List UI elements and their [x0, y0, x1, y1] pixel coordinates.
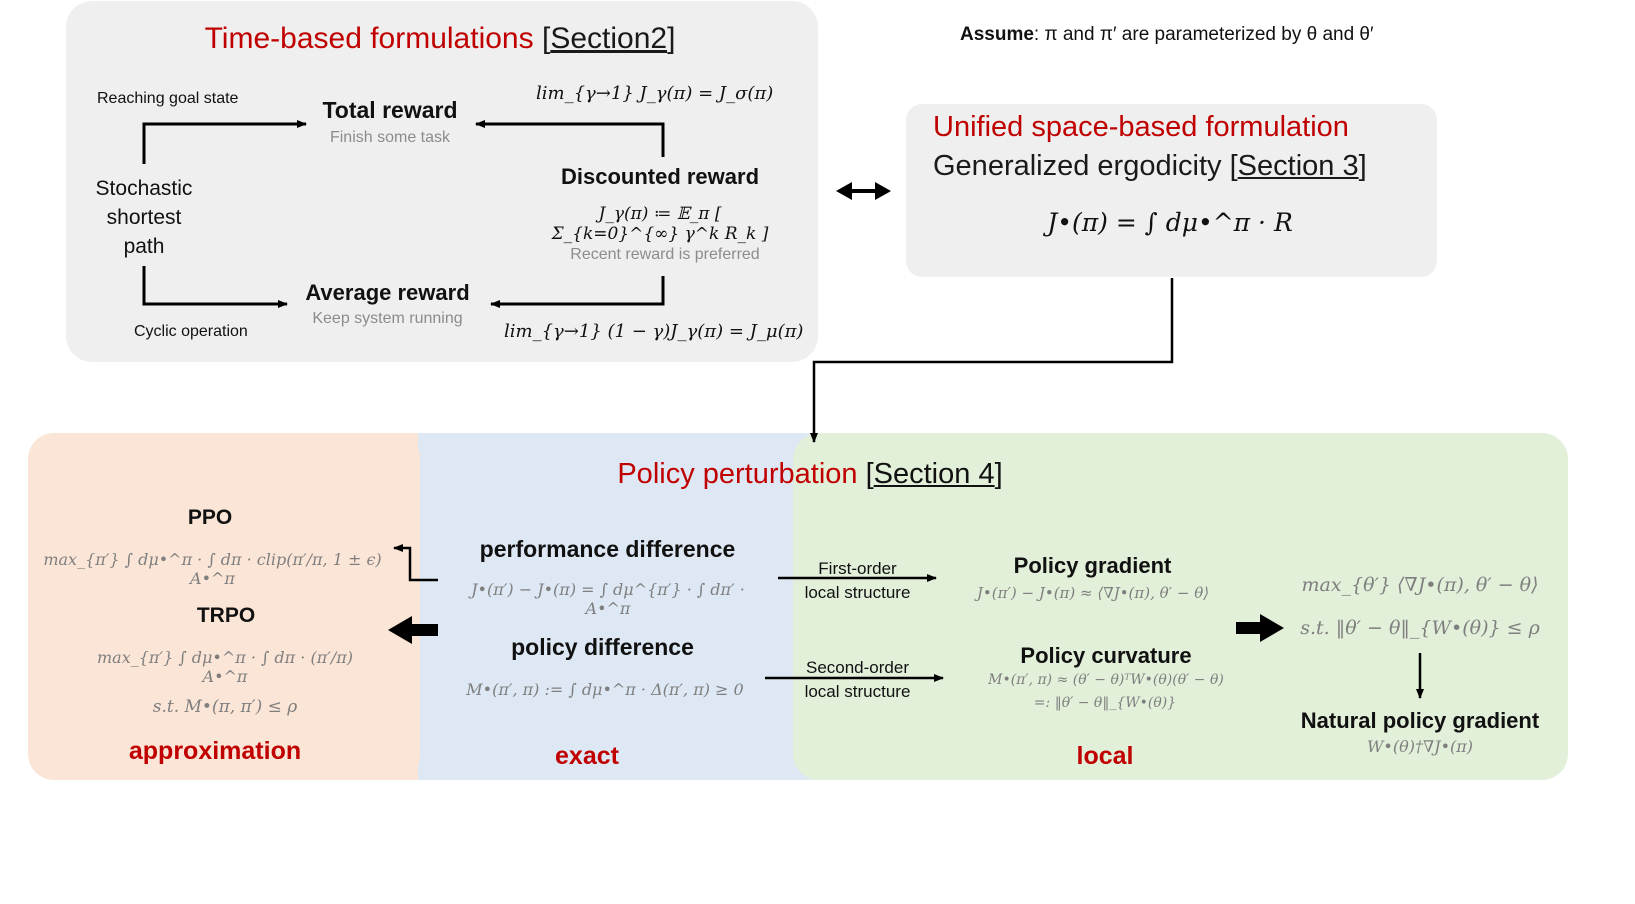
perf-diff-label: performance difference: [479, 536, 736, 562]
discounted-reward-label: Discounted reward: [560, 164, 760, 189]
opt-line-1: max_{θ′} ⟨∇J•(π), θ′ − θ⟩: [1301, 574, 1539, 596]
total-reward-sub: Finish some task: [329, 129, 451, 146]
trpo-formula: max_{π′} ∫ dμ•^π · ∫ dπ · (π′/π) A•^π: [97, 648, 353, 686]
perturbation-title: Policy perturbation [Section 4]: [617, 458, 1003, 490]
first-order-line-2: local structure: [804, 583, 911, 602]
perf-diff-formula: J•(π′) − J•(π) = ∫ dμ^{π′} · ∫ dπ′ · A•^…: [471, 580, 745, 618]
discounted-sub: Recent reward is preferred: [570, 246, 760, 263]
policy-diff-formula: M•(π′, π) := ∫ dμ•^π · Δ(π′, π) ≥ 0: [466, 680, 744, 699]
unified-subtitle-line: Generalized ergodicity [Section 3]: [933, 150, 1367, 182]
time-panel-title: Time-based formulations [Section2]: [204, 22, 676, 55]
perturbation-title-text: Policy perturbation: [617, 458, 858, 490]
policy-curvature-label: Policy curvature: [1020, 643, 1192, 668]
local-label: local: [1076, 742, 1134, 770]
big-left-arrow-icon: [388, 616, 438, 644]
unified-formula: J•(π) = ∫ dμ•^π · R: [1047, 208, 1293, 237]
unified-section-ref: Section 3: [1237, 150, 1359, 182]
big-right-arrow-icon: [1236, 614, 1284, 642]
unified-subtitle: Generalized ergodicity: [933, 150, 1222, 182]
approximation-panel-cap: [390, 433, 420, 780]
ssp-line-1: Stochastic: [95, 177, 193, 200]
policy-diff-label: policy difference: [511, 634, 694, 660]
unified-panel: [906, 104, 1437, 277]
discounted-formula: J_γ(π) ≔ 𝔼_π [ Σ_{k=0}^{∞} γ^k R_k ]: [551, 204, 769, 244]
policy-gradient-formula: J•(π′) − J•(π) ≈ ⟨∇J•(π), θ′ − θ⟩: [976, 584, 1210, 602]
assume-line: Assume: π and π′ are parameterized by θ …: [960, 24, 1374, 46]
ssp-line-2: shortest: [106, 206, 182, 229]
average-reward-sub: Keep system running: [312, 310, 463, 327]
perturbation-section-ref: Section 4: [873, 458, 995, 490]
double-arrow-icon: [836, 182, 891, 200]
limit-average-formula: lim_{γ→1} (1 − γ)J_γ(π) = J_μ(π): [504, 321, 804, 342]
local-panel: [793, 433, 1568, 780]
second-order-line-1: Second-order: [805, 658, 909, 677]
second-order-label: Second-order local structure: [790, 656, 925, 704]
approximation-label: approximation: [128, 737, 302, 765]
reaching-goal-label: Reaching goal state: [97, 90, 239, 107]
unified-title: Unified space-based formulation: [933, 111, 1349, 143]
trpo-label: TRPO: [196, 604, 256, 627]
assume-label: Assume: [960, 24, 1034, 45]
time-based-panel: [66, 1, 818, 362]
limit-total-formula: lim_{γ→1} J_γ(π) = J_σ(π): [536, 83, 774, 104]
average-reward-label: Average reward: [305, 280, 470, 305]
first-order-label: First-order local structure: [790, 557, 925, 605]
approximation-panel: [28, 433, 448, 780]
second-order-line-2: local structure: [804, 682, 911, 701]
curvature-formula-2: =: ‖θ′ − θ‖_{W•(θ)}: [1033, 695, 1177, 711]
curvature-formula-1: M•(π′, π) ≈ (θ′ − θ)ᵀW•(θ)(θ′ − θ): [988, 672, 1224, 688]
time-title-text: Time-based formulations: [204, 22, 534, 55]
trpo-constraint: s.t. M•(π, π′) ≤ ρ: [152, 697, 298, 717]
total-reward-label: Total reward: [322, 97, 458, 123]
first-order-line-1: First-order: [818, 559, 897, 578]
time-section-ref: Section2: [550, 22, 668, 55]
ssp-line-3: path: [123, 235, 165, 258]
opt-line-2: s.t. ‖θ′ − θ‖_{W•(θ)} ≤ ρ: [1300, 617, 1540, 639]
npg-label: Natural policy gradient: [1300, 708, 1540, 733]
ssp-label: Stochastic shortest path: [78, 174, 210, 261]
ppo-label: PPO: [187, 506, 233, 529]
cyclic-label: Cyclic operation: [134, 323, 248, 340]
ppo-formula: max_{π′} ∫ dμ•^π · ∫ dπ · clip(π′/π, 1 ±…: [43, 550, 382, 588]
policy-gradient-label: Policy gradient: [1013, 553, 1172, 578]
assume-text: : π and π′ are parameterized by θ and θ′: [1033, 24, 1374, 45]
exact-panel: [418, 433, 818, 780]
exact-label: exact: [555, 742, 619, 770]
npg-formula: W•(θ)†∇J•(π): [1366, 737, 1474, 756]
